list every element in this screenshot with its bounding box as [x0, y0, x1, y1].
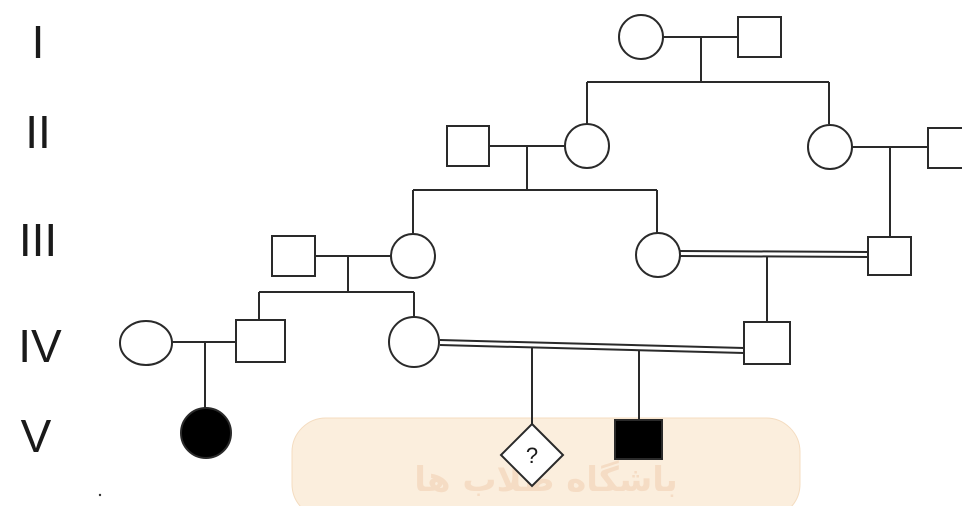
generation-labels: I II III IV V — [18, 16, 62, 462]
consanguineous-line-gen3-a — [679, 250, 869, 253]
gen3-husband-left — [271, 235, 316, 277]
gen5-unknown-sex: ? — [499, 422, 565, 488]
gen2-husband-left — [446, 125, 490, 167]
gen1-male — [737, 16, 782, 58]
gen2-husband-right — [927, 127, 962, 169]
gen5-affected-daughter — [180, 407, 232, 459]
relationship-lines — [172, 36, 928, 424]
unknown-diamond — [499, 422, 565, 488]
gen4-son — [235, 319, 286, 363]
gen3-daughter-left — [390, 233, 436, 279]
gen4-daughter — [388, 316, 440, 368]
gen4-right-son — [743, 321, 791, 365]
gen2-daughter-left — [564, 123, 610, 169]
generation-label-5: V — [21, 410, 52, 462]
generation-label-1: I — [32, 16, 45, 68]
generation-label-4: IV — [18, 320, 62, 372]
consanguineous-line-gen3-b — [679, 255, 869, 258]
unknown-question-mark: ? — [526, 443, 538, 468]
gen3-daughter-right — [635, 232, 681, 278]
generation-label-2: II — [25, 106, 51, 158]
gen1-female — [618, 14, 664, 60]
stray-dot — [98, 493, 102, 497]
generation-label-3: III — [19, 214, 57, 266]
gen2-daughter-right — [807, 124, 853, 170]
consanguineous-line-gen4-a — [439, 339, 745, 349]
gen3-cousin-male — [867, 236, 912, 276]
consanguineous-line-gen4-b — [439, 344, 745, 354]
gen4-wife — [119, 320, 173, 366]
gen5-affected-son — [614, 419, 663, 460]
individuals: ? — [119, 14, 962, 488]
